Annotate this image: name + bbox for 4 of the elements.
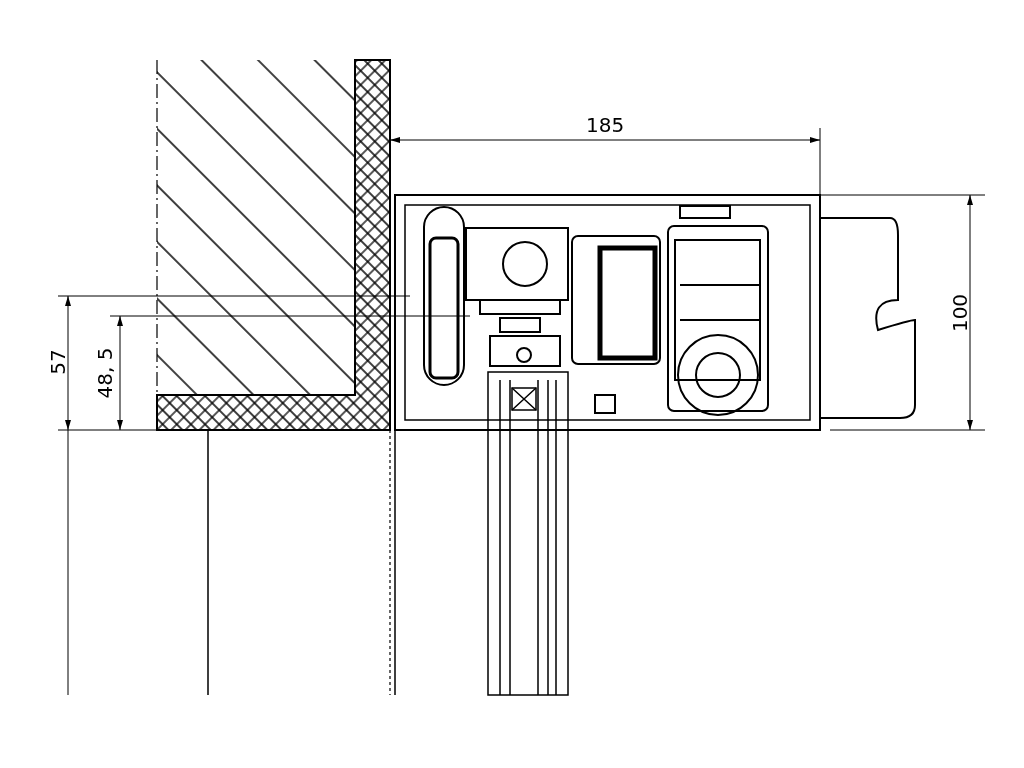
dimension-label: 48, 5 bbox=[94, 347, 115, 399]
dimension-label: 100 bbox=[950, 293, 971, 333]
dimension-label: 185 bbox=[586, 115, 625, 135]
dimension-label: 57 bbox=[47, 349, 68, 375]
